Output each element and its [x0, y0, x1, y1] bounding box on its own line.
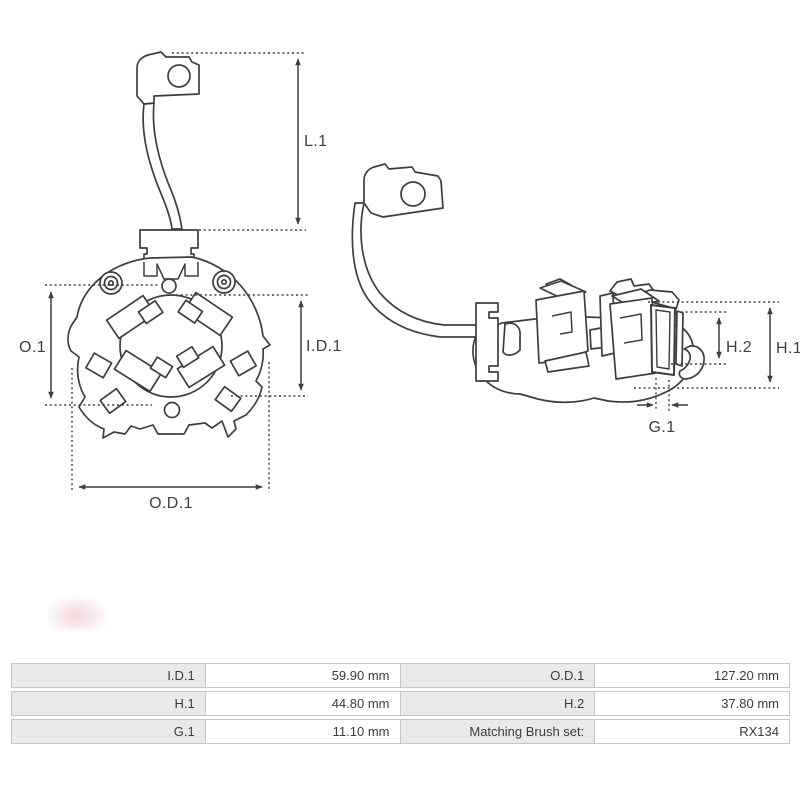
rim-tab-right: [229, 350, 258, 377]
retainer-hook: [678, 345, 705, 380]
spec-value: 44.80 mm: [204, 691, 401, 716]
spec-row: I.D.1 59.90 mm O.D.1 127.20 mm: [11, 663, 790, 688]
spec-table: I.D.1 59.90 mm O.D.1 127.20 mm H.1 44.80…: [11, 663, 790, 747]
left-box-detail: [551, 311, 573, 335]
terminal-hole-side: [400, 181, 426, 207]
faded-watermark: [44, 594, 110, 630]
rim-tab-left: [84, 352, 113, 379]
spec-row: G.1 11.10 mm Matching Brush set: RX134: [11, 719, 790, 744]
dim-label-g1: G.1: [649, 419, 676, 436]
center-pin-hole-bottom: [163, 401, 181, 419]
brush-box-lower-left: [113, 349, 174, 393]
lead-wire-side: [351, 202, 479, 338]
left-box-foot: [544, 351, 590, 373]
dim-l1: L.1: [172, 52, 327, 231]
side-panel-left: [502, 322, 521, 356]
rim-tab-bottom-right: [214, 385, 242, 413]
spec-label: G.1: [11, 719, 206, 744]
dim-label-h1: H.1: [776, 340, 800, 357]
mount-bracket-channel: [475, 302, 499, 382]
dim-h1: H.1: [634, 301, 800, 389]
dim-h2: H.2: [671, 311, 752, 365]
spec-value: 11.10 mm: [204, 719, 401, 744]
terminal-hole: [167, 64, 191, 88]
spec-label: O.D.1: [399, 663, 596, 688]
spec-value: 59.90 mm: [204, 663, 401, 688]
spec-label: H.2: [399, 691, 596, 716]
technical-diagram-svg: L.1 O.1 I.D.1 O.D.1 H.1: [19, 51, 800, 512]
inner-diameter-circle: [119, 294, 223, 398]
brush-inner: [655, 309, 671, 370]
spec-label: H.1: [11, 691, 206, 716]
lead-wire: [142, 102, 183, 230]
dim-label-h2: H.2: [726, 339, 752, 356]
dim-label-o1: O.1: [19, 339, 46, 356]
screw-hole-right: [212, 270, 236, 294]
spec-label: Matching Brush set:: [399, 719, 596, 744]
front-view-drawing: [67, 51, 271, 439]
side-view-drawing: [351, 163, 705, 404]
dim-o1: O.1: [19, 284, 160, 406]
screw-hole-left: [99, 271, 123, 295]
center-pin-hole-top: [161, 278, 177, 294]
spec-value: 127.20 mm: [594, 663, 790, 688]
spec-value: RX134: [594, 719, 790, 744]
brush-box-lower-right: [175, 345, 226, 389]
dim-od1: O.D.1: [71, 362, 270, 512]
spec-value: 37.80 mm: [594, 691, 790, 716]
side-panel-right: [675, 310, 684, 367]
right-box-detail: [619, 313, 643, 344]
rim-tab-bottom-left: [99, 387, 127, 415]
right-box-front-face: [609, 297, 657, 380]
dim-g1: G.1: [637, 378, 688, 436]
dim-label-od1: O.D.1: [149, 495, 193, 512]
spec-row: H.1 44.80 mm H.2 37.80 mm: [11, 691, 790, 716]
brush-box-upper-right: [177, 291, 234, 337]
spec-label: I.D.1: [11, 663, 206, 688]
left-box-front-face: [535, 290, 589, 364]
dim-label-l1: L.1: [304, 133, 327, 150]
dim-id1: I.D.1: [176, 294, 342, 397]
dim-label-id1: I.D.1: [306, 338, 342, 355]
brush-box-upper-left: [105, 294, 164, 340]
